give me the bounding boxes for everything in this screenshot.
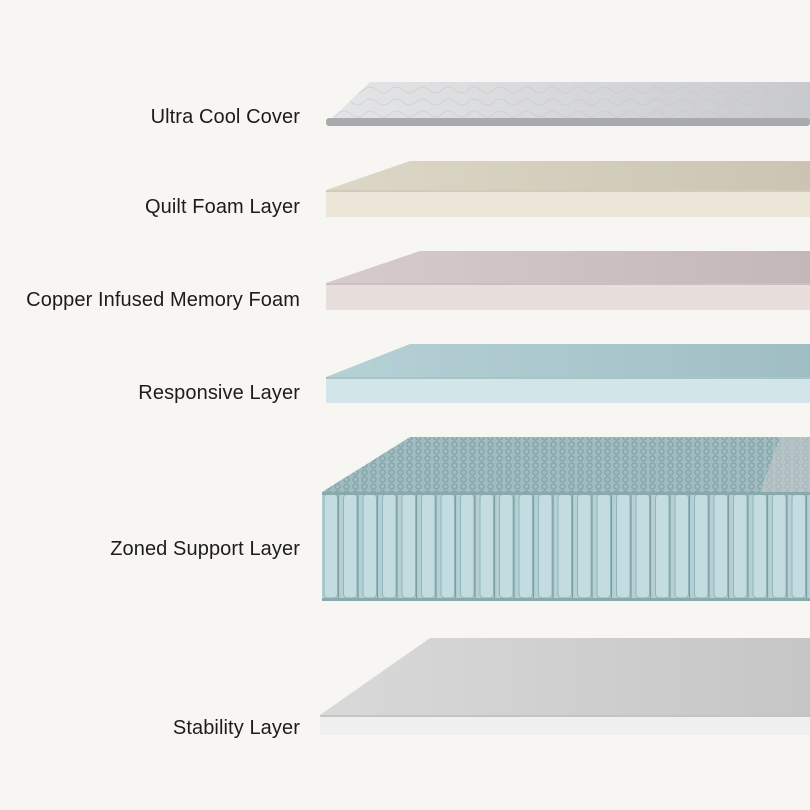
- label-responsive-layer: Responsive Layer: [138, 382, 300, 404]
- coil-columns: [323, 493, 808, 599]
- layer-copper-memory-foam: [326, 251, 810, 310]
- layer-stability: [320, 638, 810, 735]
- label-zoned-support-layer: Zoned Support Layer: [110, 538, 300, 560]
- label-ultra-cool-cover: Ultra Cool Cover: [150, 106, 300, 128]
- label-copper-infused-memory-foam: Copper Infused Memory Foam: [26, 289, 300, 311]
- layer-zoned-support: [322, 437, 810, 601]
- layer-quilt-foam: [326, 161, 810, 217]
- label-quilt-foam-layer: Quilt Foam Layer: [145, 196, 300, 218]
- label-stability-layer: Stability Layer: [172, 717, 300, 739]
- layer-ultra-cool-cover: [326, 82, 810, 126]
- layer-responsive: [326, 344, 810, 403]
